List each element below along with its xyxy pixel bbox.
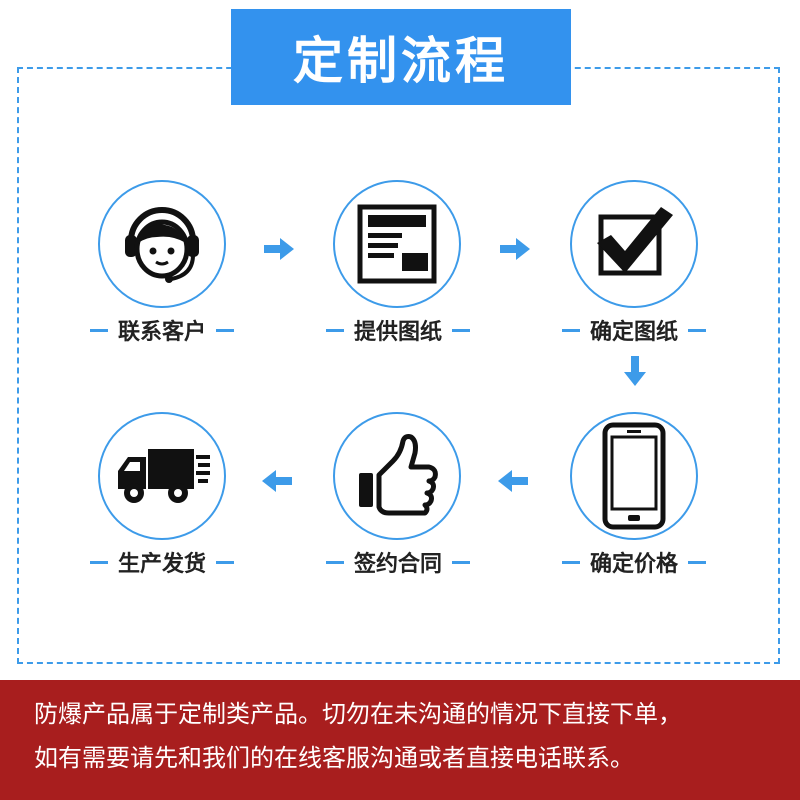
dash-left <box>89 328 108 332</box>
page-title: 定制流程 <box>231 9 571 105</box>
arrow-left-icon <box>498 470 528 492</box>
dash-right <box>452 560 470 564</box>
step-6-label-row: 生产发货 <box>72 547 252 577</box>
step-6-circle <box>98 412 226 540</box>
step-label: 确定图纸 <box>589 320 678 345</box>
dash-right <box>216 560 234 564</box>
step-label: 确定价格 <box>589 552 678 577</box>
dash-left <box>325 560 344 564</box>
step-3-circle <box>570 180 698 308</box>
notice-line-1: 防爆产品属于定制类产品。切勿在未沟通的情况下直接下单， <box>34 700 682 728</box>
step-5-label-row: 签约合同 <box>308 547 488 577</box>
step-4-label-row: 确定价格 <box>544 547 724 577</box>
dash-left <box>561 560 580 564</box>
step-5-circle <box>333 412 461 540</box>
dash-left <box>561 328 580 332</box>
step-1-label-row: 联系客户 <box>72 315 252 345</box>
step-4-circle <box>570 412 698 540</box>
step-label: 提供图纸 <box>353 320 442 345</box>
arrow-right-icon <box>500 238 530 260</box>
dash-right <box>452 328 470 332</box>
arrow-down-icon <box>624 356 646 386</box>
step-label: 生产发货 <box>117 552 206 577</box>
dash-left <box>89 560 108 564</box>
arrow-right-icon <box>264 238 294 260</box>
step-2-circle <box>333 180 461 308</box>
step-label: 签约合同 <box>353 552 442 577</box>
delivery-truck-icon <box>118 449 210 503</box>
notice-banner: 防爆产品属于定制类产品。切勿在未沟通的情况下直接下单， 如有需要请先和我们的在线… <box>0 680 800 800</box>
smartphone-icon <box>602 422 666 530</box>
step-label: 联系客户 <box>117 320 206 345</box>
dash-right <box>688 328 706 332</box>
dash-left <box>325 328 344 332</box>
step-3-label-row: 确定图纸 <box>544 315 724 345</box>
step-1-circle <box>98 180 226 308</box>
arrow-left-icon <box>262 470 292 492</box>
dash-right <box>216 328 234 332</box>
checkbox-check-icon <box>597 207 673 276</box>
step-2-label-row: 提供图纸 <box>308 315 488 345</box>
dash-right <box>688 560 706 564</box>
headset-agent-icon <box>125 207 199 283</box>
thumbs-up-icon <box>359 434 438 516</box>
drawing-document-icon <box>357 204 437 284</box>
notice-line-2: 如有需要请先和我们的在线客服沟通或者直接电话联系。 <box>34 744 634 772</box>
